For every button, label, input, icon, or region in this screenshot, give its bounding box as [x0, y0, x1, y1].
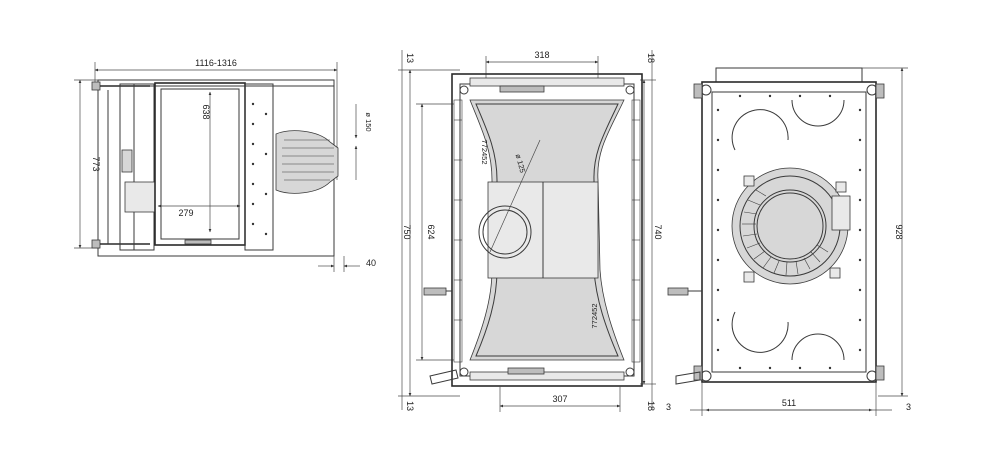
overall-width-label: 1116-1316 [195, 58, 237, 68]
side-flue-label: ø 150 [364, 112, 373, 131]
flue-spigot [275, 130, 339, 194]
side-view: 1116-1316 773 638 279 [74, 58, 376, 272]
rear-width-label: 511 [782, 398, 796, 408]
model-code-top: 772452 [480, 139, 489, 164]
rear-height-label: 928 [894, 224, 904, 239]
model-code-bottom: 772452 [590, 303, 599, 328]
top-width-label: 318 [534, 50, 549, 60]
left-height-label: 750 [402, 224, 412, 239]
top-margin-label: 13 [405, 53, 415, 63]
front-frame [451, 73, 643, 387]
rear-outlet [753, 189, 827, 263]
firebox-door [154, 82, 246, 246]
height-label: 773 [91, 156, 101, 171]
rear-body [701, 81, 877, 383]
bottom-width-label: 307 [552, 394, 567, 404]
inner-width-label: 279 [178, 208, 193, 218]
right-bottom-label: 18 [646, 401, 656, 411]
offset-label: 40 [366, 258, 376, 268]
right-top-label: 18 [646, 53, 656, 63]
front-view: 318 13 13 750 624 18 18 740 [398, 50, 663, 412]
inner-height-label: 638 [201, 104, 211, 119]
rear-left-margin-label: 3 [666, 402, 671, 412]
rear-right-margin-label: 3 [906, 402, 911, 412]
bottom-margin-label: 13 [405, 401, 415, 411]
front-flue-opening [478, 205, 532, 259]
inner-height-label-front: 624 [426, 224, 436, 239]
rear-view: 928 511 3 3 [666, 67, 911, 416]
right-height-label: 740 [653, 224, 663, 239]
